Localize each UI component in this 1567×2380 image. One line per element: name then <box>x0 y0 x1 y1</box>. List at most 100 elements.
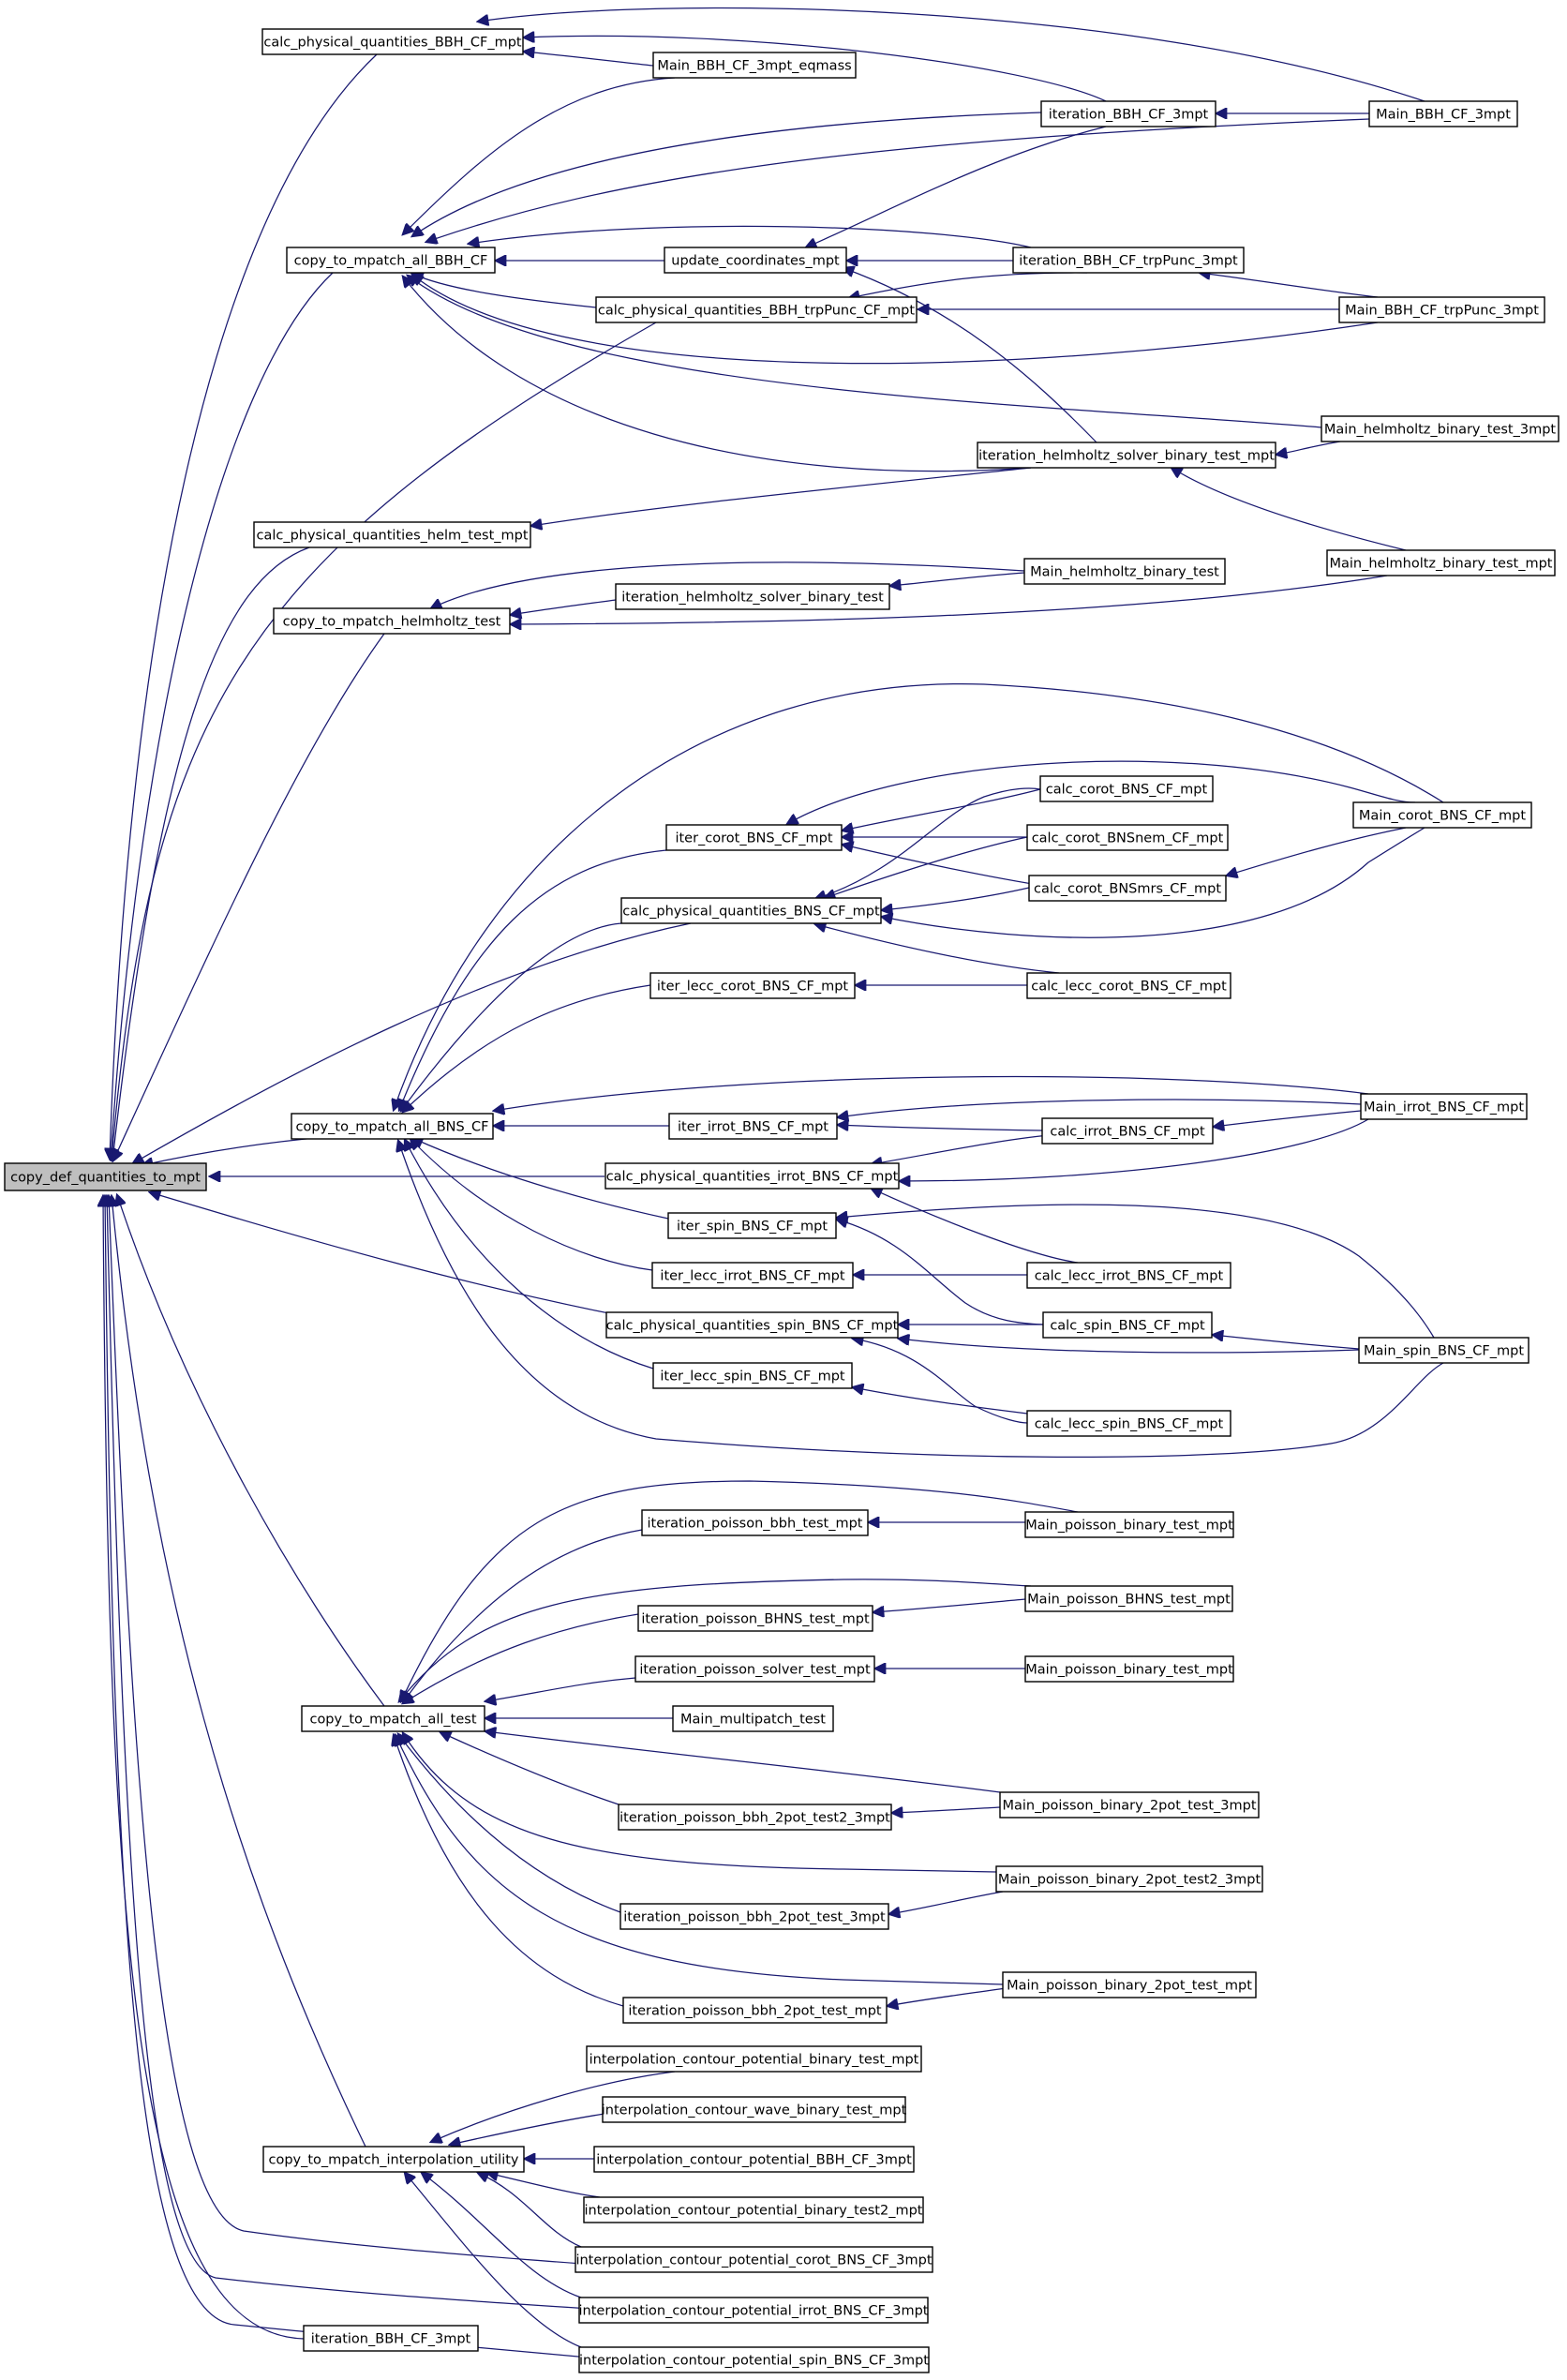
function-node-main_p2p3[interactable]: Main_poisson_binary_2pot_test_3mpt <box>999 1791 1260 1819</box>
function-node-calc_spin[interactable]: calc_spin_BNS_CF_mpt <box>1042 1311 1213 1339</box>
function-node-icp_spin[interactable]: interpolation_contour_potential_spin_BNS… <box>578 2346 930 2373</box>
function-node-main_pbt2[interactable]: Main_poisson_binary_test_mpt <box>1024 1655 1234 1683</box>
function-node-it_pbhns[interactable]: iteration_poisson_BHNS_test_mpt <box>637 1605 873 1632</box>
function-node-main_bbh3[interactable]: Main_BBH_CF_3mpt <box>1368 100 1518 127</box>
function-node-icp_bin[interactable]: interpolation_contour_potential_binary_t… <box>586 2045 922 2073</box>
function-node-it_trp[interactable]: iteration_BBH_CF_trpPunc_3mpt <box>1012 247 1245 274</box>
function-node-cp_bbh[interactable]: copy_to_mpatch_all_BBH_CF <box>286 247 496 274</box>
function-node-calc_lspin[interactable]: calc_lecc_spin_BNS_CF_mpt <box>1026 1410 1231 1437</box>
function-node-label: iteration_poisson_bbh_2pot_test_3mpt <box>623 1910 886 1925</box>
function-node-it_b2t3[interactable]: iteration_poisson_bbh_2pot_test_3mpt <box>619 1903 889 1930</box>
function-node-it_pbbh[interactable]: iteration_poisson_bbh_test_mpt <box>641 1509 869 1536</box>
function-node-main_trp[interactable]: Main_BBH_CF_trpPunc_3mpt <box>1338 296 1545 323</box>
function-node-iter_spin[interactable]: iter_spin_BNS_CF_mpt <box>667 1212 837 1239</box>
function-node-box <box>578 2346 930 2373</box>
function-node-label: Main_corot_BNS_CF_mpt <box>1359 809 1526 824</box>
function-node-cp_helm[interactable]: copy_to_mpatch_helmholtz_test <box>273 607 511 635</box>
call-edge-cp_interp-to-root <box>112 1196 366 2148</box>
function-node-box <box>253 521 531 548</box>
function-node-calc_mrs[interactable]: calc_corot_BNSmrs_CF_mpt <box>1028 875 1227 902</box>
function-node-main_htm[interactable]: Main_helmholtz_binary_test_mpt <box>1326 549 1556 576</box>
function-node-box <box>273 607 511 635</box>
function-node-iter_lcorot[interactable]: iter_lecc_corot_BNS_CF_mpt <box>649 972 856 999</box>
function-node-main_hbt[interactable]: Main_helmholtz_binary_test <box>1023 558 1226 585</box>
call-edge-main_htm-to-cp_helm <box>511 575 1388 624</box>
function-node-label: Main_poisson_binary_2pot_test_mpt <box>1007 1979 1252 1994</box>
function-node-it_psolv[interactable]: iteration_poisson_solver_test_mpt <box>634 1655 875 1683</box>
function-node-box <box>1024 1585 1233 1612</box>
function-node-main_h3[interactable]: Main_helmholtz_binary_test_3mpt <box>1321 415 1560 442</box>
function-node-label: iter_corot_BNS_CF_mpt <box>675 831 832 846</box>
function-node-calc_corot[interactable]: calc_corot_BNS_CF_mpt <box>1039 775 1214 802</box>
function-node-iter_lirrot[interactable]: iter_lecc_irrot_BNS_CF_mpt <box>651 1262 854 1289</box>
function-node-it_b2tm[interactable]: iteration_poisson_bbh_2pot_test_mpt <box>622 1997 888 2024</box>
function-node-box <box>1358 1337 1530 1364</box>
function-node-main_spin[interactable]: Main_spin_BNS_CF_mpt <box>1358 1337 1530 1364</box>
function-node-main_mp[interactable]: Main_multipatch_test <box>672 1705 834 1732</box>
function-node-upd[interactable]: update_coordinates_mpt <box>664 247 847 274</box>
function-node-cp_interp[interactable]: copy_to_mpatch_interpolation_utility <box>262 2146 525 2173</box>
call-edge-it_b2t3-to-cp_test <box>398 1734 621 1913</box>
call-edge-it_trp-to-cp_bbh <box>469 225 1032 247</box>
call-edge-main_corot-to-cp_bns <box>394 683 1444 1110</box>
function-node-root[interactable]: copy_def_quantities_to_mpt <box>4 1162 207 1191</box>
function-node-calc_lirrot[interactable]: calc_lecc_irrot_BNS_CF_mpt <box>1026 1262 1231 1289</box>
function-node-calc_nem[interactable]: calc_corot_BNSnem_CF_mpt <box>1026 824 1229 851</box>
function-node-box <box>605 1311 899 1339</box>
call-edge-icp_bin-to-cp_interp <box>431 2071 676 2142</box>
function-node-calc_lcorot[interactable]: calc_lecc_corot_BNS_CF_mpt <box>1026 972 1231 999</box>
function-node-label: Main_BBH_CF_trpPunc_3mpt <box>1345 304 1539 319</box>
function-node-label: interpolation_contour_potential_binary_t… <box>589 2053 919 2068</box>
function-node-icp_bbh[interactable]: interpolation_contour_potential_BBH_CF_3… <box>593 2146 915 2173</box>
call-edge-main_p2pm-to-cp_test <box>395 1735 1004 1985</box>
function-node-cpq_irrot[interactable]: calc_physical_quantities_irrot_BNS_CF_mp… <box>604 1162 900 1190</box>
function-node-label: interpolation_contour_potential_spin_BNS… <box>579 2354 929 2369</box>
function-node-calc_irrot[interactable]: calc_irrot_BNS_CF_mpt <box>1041 1117 1214 1145</box>
function-node-main_p2t23[interactable]: Main_poisson_binary_2pot_test2_3mpt <box>995 1865 1263 1893</box>
function-node-cpq_helm[interactable]: calc_physical_quantities_helm_test_mpt <box>253 521 531 548</box>
function-node-it_bbh3b[interactable]: iteration_BBH_CF_3mpt <box>303 2325 479 2352</box>
function-node-main_pbt1[interactable]: Main_poisson_binary_test_mpt <box>1024 1511 1234 1538</box>
call-edge-it_hsbt-to-cp_bbh <box>403 277 1032 472</box>
call-edge-calc_lirrot-to-cpq_irrot <box>872 1189 1079 1264</box>
call-edge-main_trp-to-it_trp <box>1200 273 1379 298</box>
function-node-box <box>999 1791 1260 1819</box>
function-node-icp_irrot[interactable]: interpolation_contour_potential_irrot_BN… <box>578 2297 929 2324</box>
function-node-cpq_trp[interactable]: calc_physical_quantities_BBH_trpPunc_CF_… <box>595 296 918 323</box>
function-node-label: interpolation_contour_potential_irrot_BN… <box>579 2304 929 2319</box>
call-edge-cpq_trp-to-root <box>112 322 657 1160</box>
function-node-main_corot[interactable]: Main_corot_BNS_CF_mpt <box>1352 801 1532 829</box>
function-node-main_p2pm[interactable]: Main_poisson_binary_2pot_test_mpt <box>1002 1971 1257 1998</box>
function-node-it_bbh3[interactable]: iteration_BBH_CF_3mpt <box>1040 100 1216 127</box>
function-node-icp_bin2[interactable]: interpolation_contour_potential_binary_t… <box>583 2196 924 2223</box>
function-node-box <box>303 2325 479 2352</box>
function-node-it_hsbt[interactable]: iteration_helmholtz_solver_binary_test_m… <box>977 442 1276 469</box>
function-node-main_eq[interactable]: Main_BBH_CF_3mpt_eqmass <box>652 52 857 79</box>
function-node-box <box>1024 1655 1234 1683</box>
function-node-cp_bns[interactable]: copy_to_mpatch_all_BNS_CF <box>291 1113 494 1140</box>
function-node-box <box>578 2297 929 2324</box>
function-node-box <box>593 2146 915 2173</box>
call-edge-calc_irrot-to-iter_irrot <box>838 1125 1043 1131</box>
function-node-icw_bin[interactable]: interpolation_contour_wave_binary_test_m… <box>602 2096 907 2123</box>
function-node-cpq_bbh[interactable]: calc_physical_quantities_BBH_CF_mpt <box>261 28 524 55</box>
function-node-label: Main_helmholtz_binary_test_3mpt <box>1324 423 1557 438</box>
function-node-iter_irrot[interactable]: iter_irrot_BNS_CF_mpt <box>668 1113 838 1140</box>
function-node-cp_test[interactable]: copy_to_mpatch_all_test <box>301 1705 485 1732</box>
function-node-main_irrot[interactable]: Main_irrot_BNS_CF_mpt <box>1360 1093 1528 1120</box>
call-edge-main_p2pm-to-it_b2tm <box>888 1986 1013 2006</box>
function-node-iter_lspin[interactable]: iter_lecc_spin_BNS_CF_mpt <box>652 1362 853 1389</box>
function-node-cpq_spin[interactable]: calc_physical_quantities_spin_BNS_CF_mpt <box>605 1311 899 1339</box>
call-edge-main_eq-to-cp_bbh <box>403 77 676 234</box>
call-edge-iter_lirrot-to-cp_bns <box>410 1139 653 1271</box>
function-node-box <box>1026 1410 1231 1437</box>
function-node-label: iteration_helmholtz_solver_binary_test_m… <box>978 449 1275 464</box>
function-node-it_b2t2[interactable]: iteration_poisson_bbh_2pot_test2_3mpt <box>618 1804 892 1831</box>
function-node-main_pbhns[interactable]: Main_poisson_BHNS_test_mpt <box>1024 1585 1233 1612</box>
function-node-cpq_bns[interactable]: calc_physical_quantities_BNS_CF_mpt <box>620 897 882 924</box>
call-edge-cpq_bbh-to-root <box>110 53 378 1159</box>
function-node-icp_corot[interactable]: interpolation_contour_potential_corot_BN… <box>575 2246 933 2273</box>
function-node-it_hsb[interactable]: iteration_helmholtz_solver_binary_test <box>615 583 890 610</box>
call-edge-main_spin-to-iter_spin <box>837 1204 1435 1339</box>
function-node-iter_corot[interactable]: iter_corot_BNS_CF_mpt <box>665 824 843 851</box>
